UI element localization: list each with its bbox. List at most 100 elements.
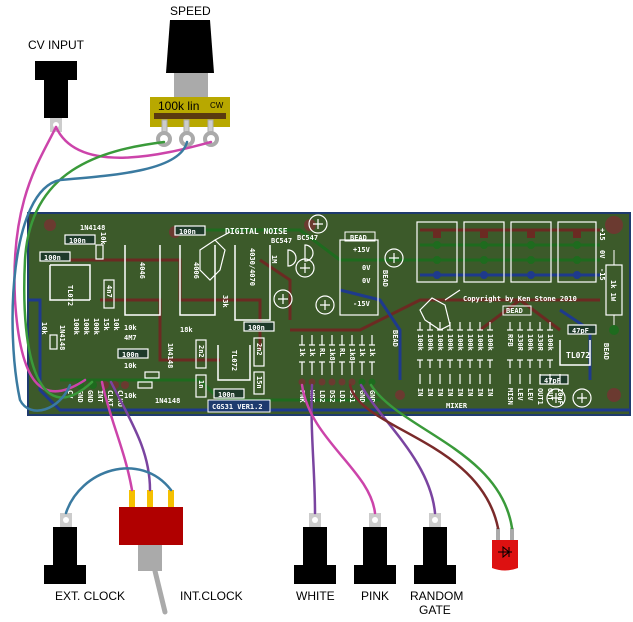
mixer-pad-label: IN [436,388,444,396]
output-pad[interactable] [318,378,326,386]
mixer-pad-label: OUT1 [536,388,544,405]
pot-lug-bar [154,113,226,119]
beads: BEAD BEAD BEAD BEAD [381,270,610,360]
ic-tl072-left [49,264,91,301]
pot-knob[interactable] [166,20,214,73]
resistor-label: 10k [99,232,107,245]
mixer-resistor-label: RFB [506,334,514,347]
resistor-label: 10k [112,318,120,331]
mixer-pad-label: OUT [546,388,554,401]
toggle-switch-icon [119,507,183,545]
jack-socket-icon [35,61,77,80]
resistor-label: 100k [92,318,100,336]
electrolytic-caps [273,214,592,408]
bead-label: BEAD [350,234,367,242]
ic-label-tl072-left: TL072 [66,285,74,306]
switch-bushing [138,545,162,571]
transistors [287,244,314,267]
cv-input-jack[interactable] [35,61,77,132]
power-connector-pins [433,230,581,279]
resistor-4m7-label: 4M7 [124,334,137,342]
mixer-resistor-label: 100k [476,334,484,352]
ic-4006 [179,245,216,316]
transistor-label-2: BC547 [297,234,318,242]
mixer-pad-label: IN [476,388,484,396]
speed-label: SPEED [170,4,211,18]
jack-socket-icon [44,565,86,584]
output-pad[interactable] [348,378,356,386]
switch-lever[interactable] [152,568,168,615]
cap-label: 47pF [544,377,561,385]
random-gate-jack[interactable] [414,513,456,584]
random-gate-led [492,528,518,571]
jack-thread [44,80,68,118]
output-resistor-label: 1k [358,348,366,357]
ic-labels: TL072 4046 4006 4030/4070 TL072 TL072 [66,248,590,371]
ic-4030 [234,245,271,321]
jack-socket-icon [294,565,336,584]
cap-label: 47pF [572,327,589,335]
diode-label: 1N4148 [155,397,180,405]
mixer-resistor-label: 100k [436,334,444,352]
diodes [49,244,160,389]
cap-label: 15n [255,376,263,389]
random-gate-label-1: RANDOM [410,589,463,603]
power-connectors [416,221,597,283]
cv-input-label: CV INPUT [28,38,85,52]
power-label-0v-a: 0V [362,264,371,272]
ext-clock-label: EXT. CLOCK [55,589,125,603]
mixer-label: MIXER [446,402,468,410]
wire-led-brown [348,383,500,530]
jack-lug-hole [53,122,59,128]
speed-pot[interactable]: 100k lin CW [150,20,230,147]
mixer-resistor-label: 100k [546,334,554,352]
output-resistor-label: 1k [368,348,376,357]
mixer-pad-label: IN [426,388,434,396]
output-resistor-label: 1k [308,348,316,357]
right-power-labels: +15 0V -15 [598,228,606,281]
int-clock-switch[interactable] [119,490,183,615]
output-pad[interactable] [368,378,376,386]
ic-tl072-mid [217,345,251,381]
resistor-1k-1w-label: 1k 1W [609,280,617,302]
mixer-resistor-label: 100k [446,334,454,352]
output-pad[interactable] [338,378,346,386]
wire-pot-blue [11,140,189,412]
white-jack[interactable] [294,513,336,584]
board-name-box [207,399,271,413]
resistor-label: 1M [270,255,278,263]
cap-label: 100n [122,351,139,359]
output-pad-label: LD1 [338,390,346,403]
output-pad[interactable] [358,378,366,386]
resistor-label: 100k [82,318,90,336]
cap-label: 100n [179,228,196,236]
wire-extclock-blue [64,467,173,515]
mixer-resistor-label: 100k [466,334,474,352]
wire-cv-to-pot [54,125,213,159]
jack-socket-icon [414,565,456,584]
output-pad-label: LD2 [318,390,326,403]
output-pad[interactable] [328,378,336,386]
resistor-label: 15k [102,318,110,331]
ext-clock-jack[interactable] [44,513,86,584]
diode-label: 1N4148 [80,224,105,232]
mixer-pad-label: MISN [506,388,514,405]
pink-label: PINK [361,589,389,603]
cap-boxes-vertical [103,279,265,398]
output-pad[interactable] [308,378,316,386]
pot-value: 100k lin [158,99,199,113]
cap-label: 100n [248,324,265,332]
cap-label: 2n2 [255,343,263,356]
pink-jack[interactable] [354,513,396,584]
output-pad-label: DS2 [328,390,336,403]
diode-label: 1N4148 [166,343,174,368]
output-pad[interactable] [298,378,306,386]
wire-pink-magenta [300,383,377,515]
output-resistor-label: 1k [298,348,306,357]
bead-label: BEAD [506,307,523,315]
int-clock-label: INT.CLOCK [180,589,243,603]
